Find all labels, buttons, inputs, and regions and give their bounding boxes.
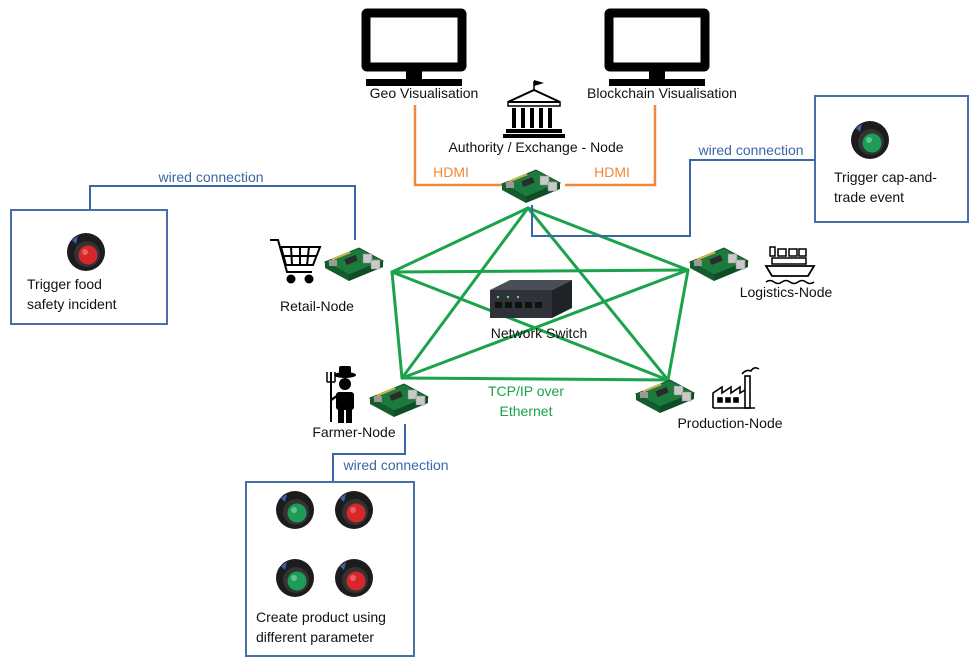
ethernet-link [400, 268, 690, 380]
create-product-label-line1: Create product using [256, 609, 386, 625]
factory-icon [712, 367, 760, 409]
wired-link-cap-trade [531, 159, 815, 237]
create-product-panel: Create product using different parameter [245, 481, 415, 657]
wired-connection-label-bottom: wired connection [342, 457, 448, 473]
ethernet-link [390, 206, 530, 274]
farmer-icon [326, 366, 356, 423]
cap-trade-label-line1: Trigger cap-and- [834, 169, 937, 185]
red-push-button-icon[interactable] [67, 233, 105, 271]
wired-link-food-safety [89, 185, 356, 240]
create-product-label-line2: different parameter [256, 629, 374, 645]
hdmi-label-right: HDMI [594, 164, 630, 180]
hdmi-link-right [565, 105, 657, 187]
cargo-ship-icon [764, 246, 816, 285]
farmer-raspberry-pi [369, 383, 429, 418]
retail-node-label: Retail-Node [280, 298, 354, 314]
ethernet-link [400, 376, 670, 382]
network-switch-icon [490, 280, 572, 318]
tcp-ip-label-line1: TCP/IP over [488, 383, 564, 399]
retail-raspberry-pi [324, 247, 384, 282]
food-safety-label-line1: Trigger food [27, 276, 102, 292]
tcp-ip-label-line2: Ethernet [500, 403, 553, 419]
green-push-button-icon[interactable] [276, 559, 314, 597]
food-safety-label-line2: safety incident [27, 296, 117, 312]
wired-link-create-product [332, 424, 406, 482]
cap-and-trade-panel: Trigger cap-and- trade event [814, 95, 969, 223]
monitor-icon-geo [361, 8, 467, 86]
blockchain-visualisation-label: Blockchain Visualisation [587, 85, 737, 101]
production-raspberry-pi [635, 379, 695, 414]
ethernet-link [390, 270, 404, 380]
network-switch-label: Network Switch [491, 325, 587, 341]
ethernet-link [390, 268, 690, 274]
wired-links [89, 159, 815, 482]
hdmi-label-left: HDMI [433, 164, 469, 180]
wired-connection-label-right: wired connection [697, 142, 803, 158]
red-push-button-icon[interactable] [335, 559, 373, 597]
hdmi-links [413, 105, 657, 187]
production-node-label: Production-Node [677, 415, 782, 431]
ethernet-link [390, 270, 670, 382]
food-safety-panel: Trigger food safety incident [10, 209, 168, 325]
farmer-node-label: Farmer-Node [312, 424, 395, 440]
ethernet-link [666, 268, 690, 382]
ethernet-link [526, 206, 690, 272]
geo-visualisation-label: Geo Visualisation [370, 85, 479, 101]
logistics-raspberry-pi [689, 247, 749, 282]
ethernet-link [400, 206, 530, 380]
monitor-icon-blockchain [604, 8, 710, 86]
authority-raspberry-pi [501, 169, 561, 204]
hdmi-link-left [413, 105, 507, 187]
wired-connection-label-left: wired connection [157, 169, 263, 185]
bank-building-icon [503, 80, 565, 138]
shopping-cart-icon [270, 239, 322, 284]
green-push-button-icon[interactable] [276, 491, 314, 529]
authority-node-label: Authority / Exchange - Node [448, 139, 623, 155]
cap-trade-label-line2: trade event [834, 189, 904, 205]
red-push-button-icon[interactable] [335, 491, 373, 529]
green-push-button-icon[interactable] [851, 121, 889, 159]
logistics-node-label: Logistics-Node [740, 284, 833, 300]
